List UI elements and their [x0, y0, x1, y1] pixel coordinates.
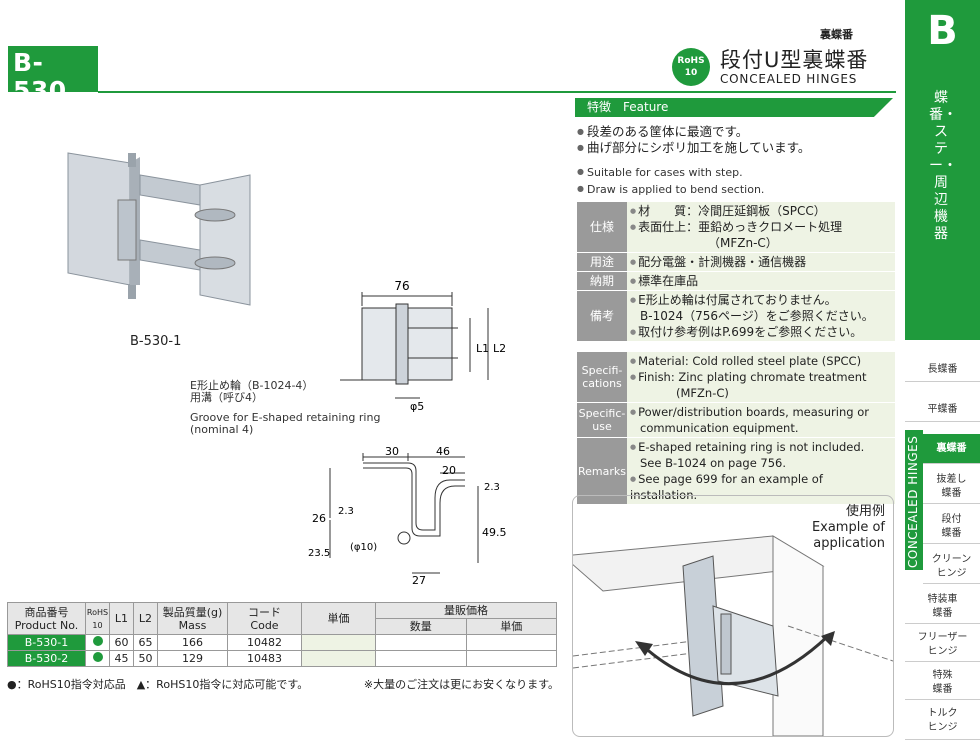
feature-jp-item: 段差のある筐体に最適です。 [577, 124, 810, 140]
spec-row: Specifi- cations Material: Cold rolled s… [577, 352, 895, 403]
dim-26: 26 [312, 512, 326, 525]
rohs-dot-icon [92, 652, 103, 662]
spec-value: E-shaped retaining ring is not included.… [627, 438, 895, 504]
spec-value: 材 質：冷間圧延鋼板（SPCC） 表面仕上：亜鉛めっきクロメート処理 （MFZn… [627, 202, 895, 252]
col-qty: 数量 [375, 618, 467, 635]
spec-value: Power/distribution boards, measuring or … [627, 403, 895, 437]
category-letter: B [927, 8, 958, 54]
spec-row: 備考 E形止め輪は付属されておりません。 B-1024（756ページ）をご参照く… [577, 291, 895, 342]
feature-en-item: Draw is applied to bend section. [577, 181, 764, 198]
spec-value: Material: Cold rolled steel plate (SPCC)… [627, 352, 895, 402]
header-rule [98, 91, 896, 93]
example-illustration [573, 535, 893, 736]
section-vertical-label: CONCEALED HINGES [905, 430, 923, 570]
sidebar-item-flat-hinge[interactable]: 平蝶番 [905, 398, 980, 422]
dim-23-5: 23.5 [308, 548, 330, 559]
footnote-left: ●：RoHS10指令対応品 ▲：RoHS10指令に対応可能です。 [7, 678, 309, 691]
dim-phi5: φ5 [410, 400, 424, 413]
spec-label: Specifi- cations [577, 352, 627, 402]
dim-49-5: 49.5 [482, 526, 507, 539]
sidebar-item-vehicle-hinge[interactable]: 特装車 蝶番 [905, 590, 980, 624]
dim-2-3a: 2.3 [484, 482, 500, 493]
product-code-block: B-530 鉄製 [8, 46, 98, 116]
product-code: B-530 [13, 48, 67, 105]
sidebar-category-block[interactable]: B 蝶番・ステー・周辺機器 [905, 0, 980, 340]
dim-l1: L1 [476, 342, 489, 355]
sidebar-item-liftoff-hinge[interactable]: 抜差し 蝶番 [923, 470, 980, 504]
spec-label: 備考 [577, 291, 627, 341]
sidebar-item-freezer-hinge[interactable]: フリーザー ヒンジ [905, 628, 980, 662]
spec-row: Specific- use Power/distribution boards,… [577, 403, 895, 438]
drawing-note-en: Groove for E-shaped retaining ring (nomi… [190, 411, 381, 436]
spec-row: 仕様 材 質：冷間圧延鋼板（SPCC） 表面仕上：亜鉛めっきクロメート処理 （M… [577, 202, 895, 253]
dim-20: 20 [442, 464, 456, 477]
spec-value: 配分電盤・計測機器・通信機器 [627, 253, 895, 271]
product-photo [67, 152, 251, 306]
sidebar: B 蝶番・ステー・周辺機器 CONCEALED HINGES 長蝶番 平蝶番 裏… [905, 0, 980, 750]
table-row: B-530-1 60 65 166 10482 [7, 634, 557, 651]
spec-label: Remarks [577, 438, 627, 504]
col-l2: L2 [133, 602, 158, 635]
spec-label: 用途 [577, 253, 627, 271]
col-vol-price: 単価 [465, 618, 557, 635]
col-l1: L1 [109, 602, 134, 635]
example-box: 使用例 Example of application [572, 495, 894, 737]
sidebar-item-clean-hinge[interactable]: クリーン ヒンジ [923, 550, 980, 584]
category-vertical-title: 蝶番・ステー・周辺機器 [929, 90, 957, 242]
sidebar-item-torque-hinge[interactable]: トルク ヒンジ [905, 704, 980, 740]
technical-drawing: 76 L1 L2 φ5 30 46 20 2.3 26 2.3 23.5 49.… [308, 279, 507, 587]
footnote: ●：RoHS10指令対応品 ▲：RoHS10指令に対応可能です。 ※大量のご注文… [7, 676, 559, 692]
spec-value: 標準在庫品 [627, 272, 895, 290]
spec-value: E形止め輪は付属されておりません。 B-1024（756ページ）をご参照ください… [627, 291, 895, 341]
footnote-right: ※大量のご注文は更にお安くなります。 [363, 678, 559, 691]
spec-table-jp: 仕様 材 質：冷間圧延鋼板（SPCC） 表面仕上：亜鉛めっきクロメート処理 （M… [577, 202, 895, 342]
dim-46: 46 [436, 445, 450, 458]
dim-phi10: (φ10) [350, 542, 377, 553]
sidebar-item-special-hinge[interactable]: 特殊 蝶番 [905, 666, 980, 700]
spec-label: 仕様 [577, 202, 627, 252]
feature-heading: 特徴 Feature [575, 98, 893, 117]
col-mass: 製品質量(g)Mass [157, 602, 228, 635]
example-label: 使用例 Example of application [811, 504, 885, 551]
features-jp: 段差のある筐体に最適です。 曲げ部分にシボリ加工を施しています。 [577, 124, 810, 156]
page-title-en: CONCEALED HINGES [720, 72, 858, 86]
spec-row: 用途 配分電盤・計測機器・通信機器 [577, 253, 895, 272]
dim-30: 30 [385, 445, 399, 458]
drawing-note-jp: E形止め輪（B-1024-4） 用溝（呼び4） [190, 379, 314, 404]
spec-label: 納期 [577, 272, 627, 290]
spec-row: 納期 標準在庫品 [577, 272, 895, 291]
dim-2-3b: 2.3 [338, 506, 354, 517]
features-en: Suitable for cases with step. Draw is ap… [577, 164, 764, 198]
col-volume: 量販価格 [375, 602, 557, 619]
rohs-line1: RoHS [677, 56, 705, 66]
rohs-line2: 10 [684, 68, 698, 78]
rohs-badge: RoHS 10 [672, 48, 710, 86]
category-small: 裏蝶番 [820, 28, 853, 41]
feature-en-item: Suitable for cases with step. [577, 164, 764, 181]
dim-76: 76 [394, 279, 409, 293]
rohs-dot-icon [92, 636, 103, 646]
spec-row: Remarks E-shaped retaining ring is not i… [577, 438, 895, 505]
sidebar-item-step-hinge[interactable]: 段付 蝶番 [923, 510, 980, 544]
page-title: 段付U型裏蝶番 [720, 48, 869, 72]
spec-table-en: Specifi- cations Material: Cold rolled s… [577, 352, 895, 505]
col-unit-price: 単価 [301, 602, 376, 635]
sidebar-item-concealed-hinge[interactable]: 裏蝶番 [923, 434, 980, 464]
col-rohs: RoHS 10 [85, 602, 110, 635]
feature-jp-item: 曲げ部分にシボリ加工を施しています。 [577, 140, 810, 156]
photo-label: B-530-1 [130, 334, 182, 349]
spec-label: Specific- use [577, 403, 627, 437]
dim-27: 27 [412, 574, 426, 587]
dim-l2: L2 [493, 342, 506, 355]
material-label: 鉄製 [13, 105, 33, 116]
sidebar-item-long-hinge[interactable]: 長蝶番 [905, 358, 980, 382]
table-row: B-530-2 45 50 129 10483 [7, 650, 557, 667]
